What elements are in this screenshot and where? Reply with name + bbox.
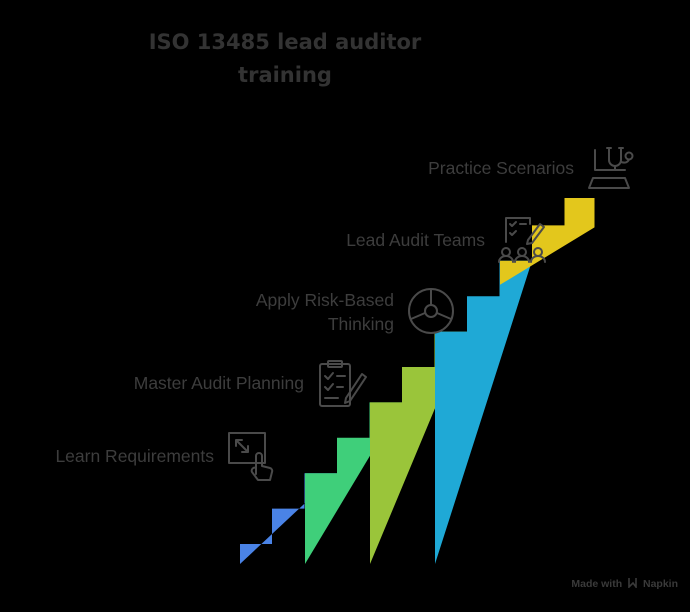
- stair-segment-5: [500, 198, 595, 285]
- footer-prefix: Made with: [571, 578, 623, 590]
- stair-segment-4: [435, 260, 532, 564]
- clipboard-checklist-icon: [319, 360, 367, 407]
- step-label-line-1: Apply Risk-Based: [255, 290, 394, 310]
- diagram-title: ISO 13485 lead auditor training: [140, 26, 430, 92]
- title-line-1: ISO 13485 lead auditor: [148, 30, 422, 54]
- radial-chart-icon: [408, 288, 454, 334]
- team-checklist-icon: [498, 217, 546, 263]
- stair-segment-3: [370, 331, 467, 564]
- stair-segment-1: [240, 473, 337, 564]
- step-label-master-audit-planning: Master Audit Planning: [133, 373, 304, 393]
- footer-brand: Napkin: [642, 578, 678, 590]
- step-label-lead-audit-teams: Lead Audit Teams: [346, 230, 485, 250]
- stethoscope-laptop-icon: [588, 147, 634, 189]
- step-label-apply-risk-based-thinking: Apply Risk-Based Thinking: [256, 288, 394, 336]
- made-with-napkin-credit: Made with Napkin: [571, 577, 678, 590]
- step-label-learn-requirements: Learn Requirements: [55, 446, 214, 466]
- napkin-logo-icon: [628, 578, 637, 588]
- title-line-2: training: [238, 63, 332, 87]
- step-label-line-2: Thinking: [327, 314, 394, 334]
- touch-screen-icon: [228, 432, 274, 481]
- step-label-practice-scenarios: Practice Scenarios: [428, 158, 574, 178]
